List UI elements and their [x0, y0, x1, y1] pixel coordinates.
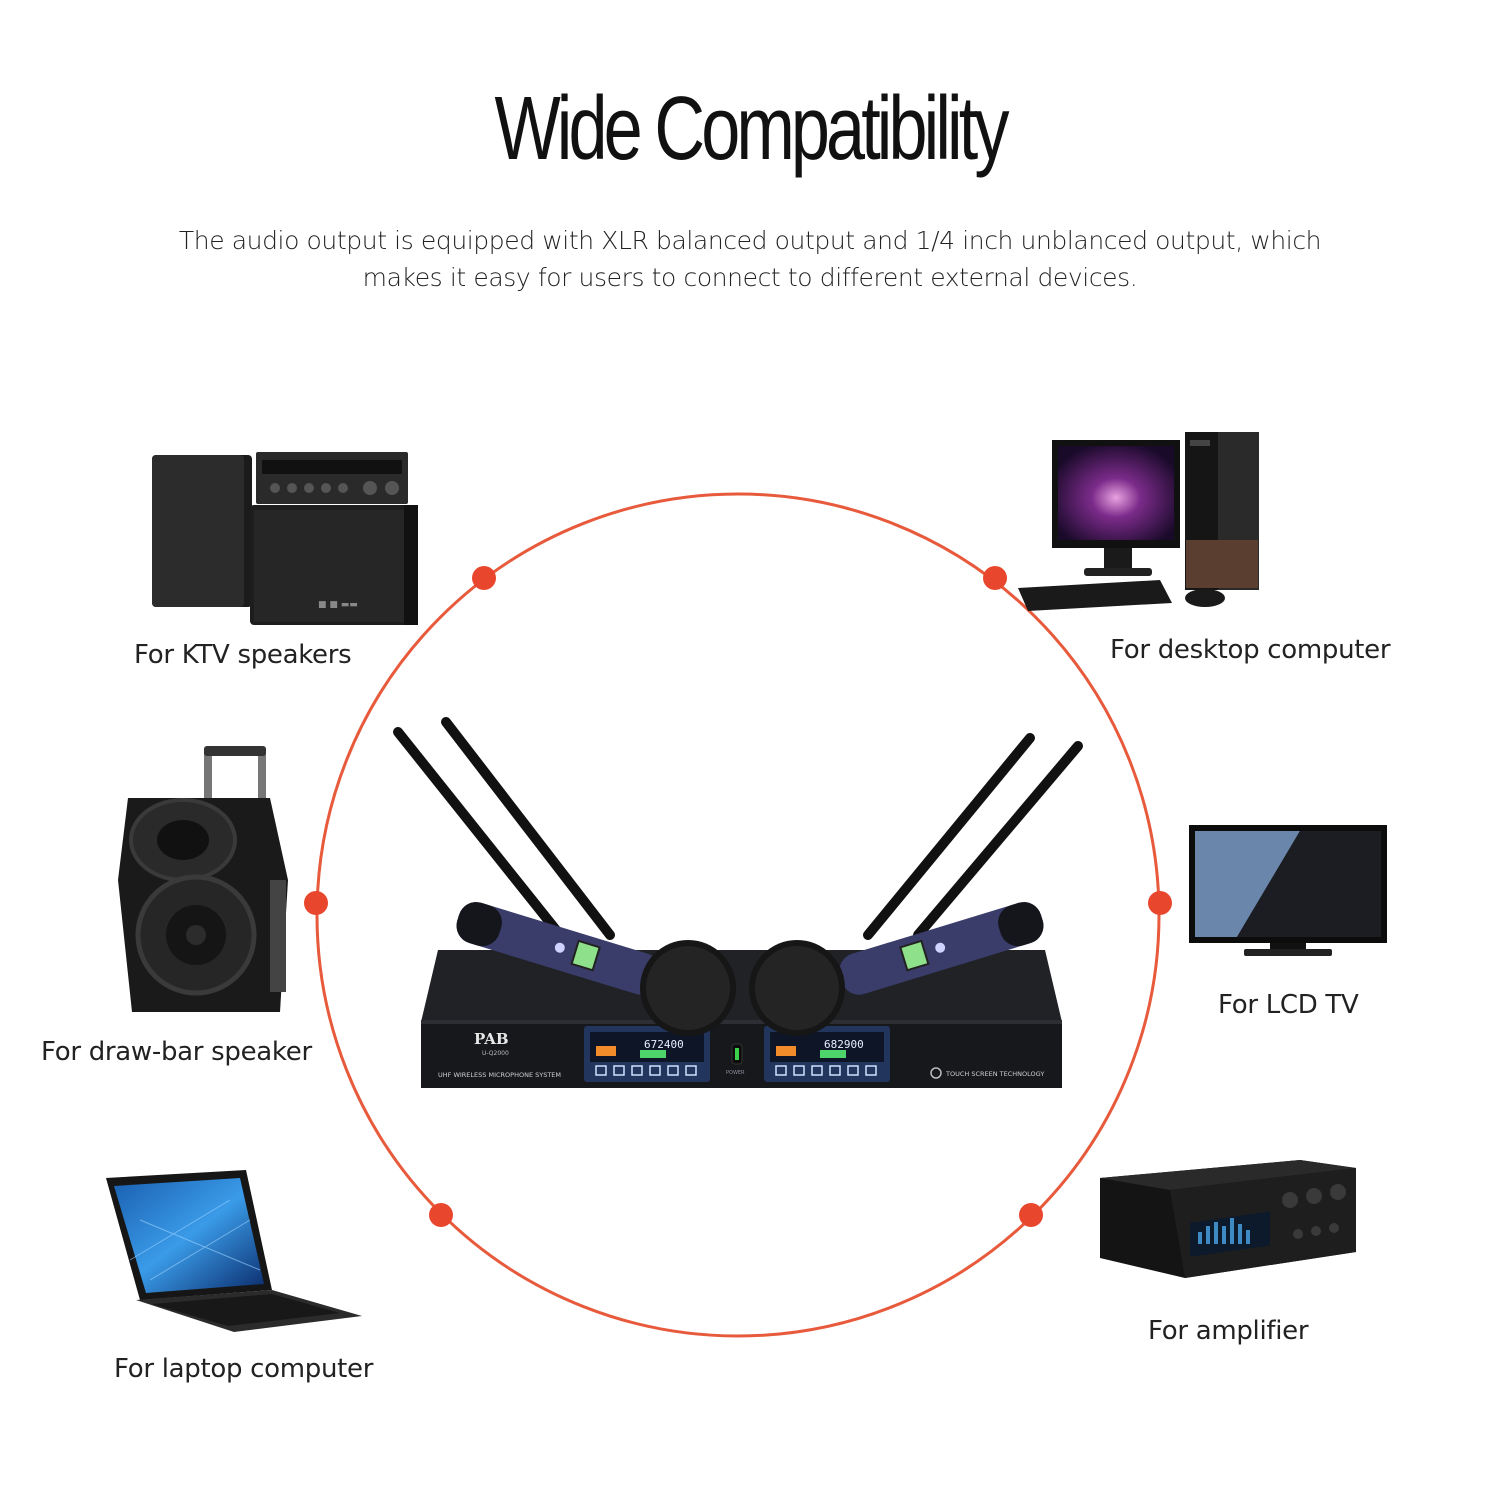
- label-draw-bar-speaker: For draw-bar speaker: [41, 1037, 312, 1067]
- label-laptop-computer: For laptop computer: [114, 1354, 374, 1384]
- model-label: U-Q2000: [482, 1050, 509, 1057]
- freq-readout-a: 672400: [644, 1038, 684, 1051]
- amplifier-image: [1100, 1160, 1356, 1278]
- ktv-speakers-image: ■ ■ ▬▬: [152, 452, 418, 625]
- label-ktv-speakers: For KTV speakers: [134, 640, 352, 670]
- subtitle-line-1: The audio output is equipped with XLR ba…: [178, 226, 1322, 255]
- laptop-computer-image: [106, 1170, 362, 1332]
- connector-dot-drawbar: [304, 891, 328, 915]
- label-amplifier: For amplifier: [1148, 1316, 1309, 1346]
- power-led: [735, 1048, 739, 1060]
- label-desktop-computer: For desktop computer: [1110, 635, 1391, 665]
- receiver-unit: 672400 682900 POWER PAB U-Q2000 UHF WIRE…: [393, 717, 1083, 1088]
- svg-text:■ ■ ▬▬: ■ ■ ▬▬: [318, 600, 358, 610]
- connector-dot-tv: [1148, 891, 1172, 915]
- label-lcd-tv: For LCD TV: [1218, 990, 1359, 1020]
- connector-dot-desktop: [983, 566, 1007, 590]
- touch-label: TOUCH SCREEN TECHNOLOGY: [945, 1070, 1044, 1078]
- system-label: UHF WIRELESS MICROPHONE SYSTEM: [438, 1071, 561, 1079]
- desktop-computer-image: [1018, 432, 1259, 611]
- connection-circle: [315, 492, 1161, 1338]
- page-title: Wide Compatibility: [494, 79, 1009, 179]
- page-subtitle: The audio output is equipped with XLR ba…: [150, 222, 1350, 296]
- microphone-left: [456, 902, 736, 1036]
- microphone-right: [749, 902, 1044, 1036]
- lcd-tv-image: [1189, 825, 1387, 956]
- connector-dot-ktv: [472, 566, 496, 590]
- connector-dot-laptop: [429, 1203, 453, 1227]
- power-label: POWER: [726, 1070, 745, 1076]
- freq-readout-b: 682900: [824, 1038, 864, 1051]
- brand-logo: PAB: [474, 1030, 509, 1048]
- draw-bar-speaker-image: [118, 746, 288, 1012]
- connector-dot-amplifier: [1019, 1203, 1043, 1227]
- subtitle-line-2: makes it easy for users to connect to di…: [362, 263, 1138, 292]
